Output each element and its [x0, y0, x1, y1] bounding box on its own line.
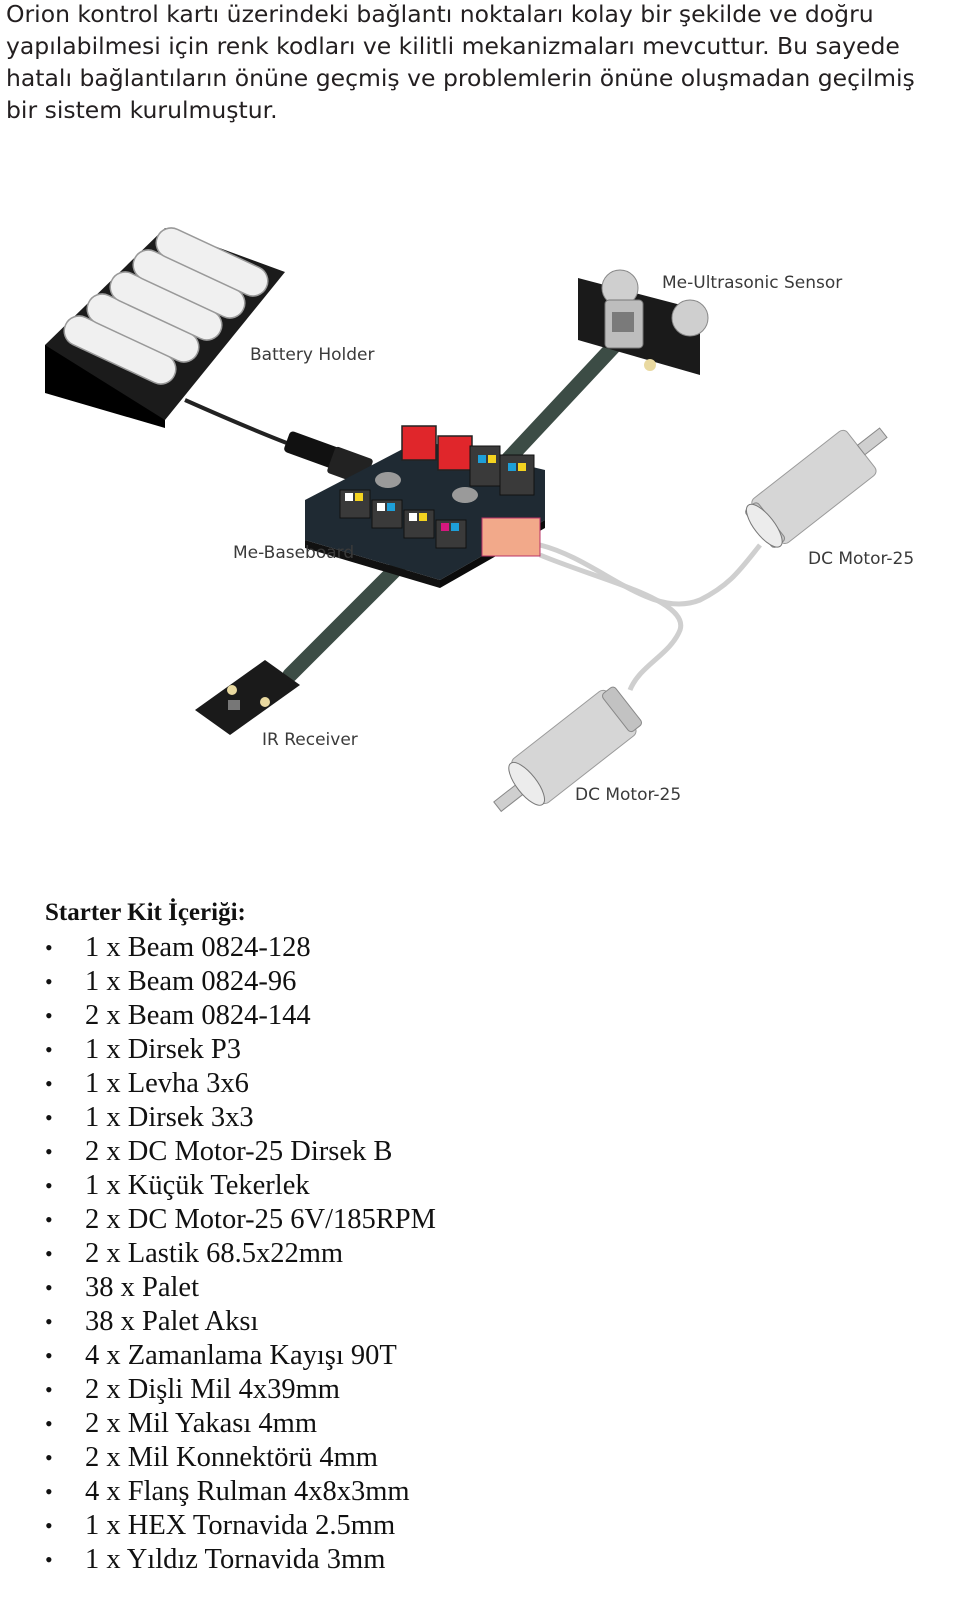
baseboard — [305, 425, 545, 588]
starter-kit-title: Starter Kit İçeriği: — [45, 899, 246, 926]
list-item: • 38 x Palet Aksı — [45, 1305, 925, 1339]
list-item-text: 2 x Dişli Mil 4x39mm — [85, 1374, 340, 1405]
bullet-icon: • — [45, 969, 53, 994]
list-item-text: 1 x Dirsek P3 — [85, 1034, 241, 1065]
list-item: • 1 x Küçük Tekerlek — [45, 1169, 925, 1203]
ir-receiver-label: IR Receiver — [262, 730, 358, 750]
bullet-icon: • — [45, 1479, 53, 1504]
list-item-text: 2 x Mil Yakası 4mm — [85, 1408, 317, 1439]
list-item-text: 1 x Yıldız Tornavida 3mm — [85, 1544, 386, 1575]
bullet-icon: • — [45, 1003, 53, 1028]
list-item-text: 1 x Beam 0824-96 — [85, 966, 297, 997]
list-item-text: 1 x Küçük Tekerlek — [85, 1170, 310, 1201]
list-item: • 1 x Dirsek P3 — [45, 1033, 925, 1067]
list-item-text: 38 x Palet — [85, 1272, 199, 1303]
bullet-icon: • — [45, 1071, 53, 1096]
starter-kit-section: Starter Kit İçeriği: •1 x Beam 0824-128•… — [45, 897, 925, 1577]
bullet-icon: • — [45, 1445, 53, 1470]
ir-cable — [282, 547, 418, 683]
battery-cable — [184, 398, 301, 450]
list-item-text: 2 x DC Motor-25 Dirsek B — [85, 1136, 393, 1167]
connection-diagram: Battery Holder Me-Ultrasonic Sensor — [45, 227, 914, 813]
bullet-icon: • — [45, 1241, 53, 1266]
bullet-icon: • — [45, 1173, 53, 1198]
bullet-icon: • — [45, 1139, 53, 1164]
starter-kit-list: • 1 x Beam 0824-128 • 1 x Beam 0824-96 • 2 x … — [45, 931, 925, 1577]
dc-motor-2-label: DC Motor-25 — [575, 785, 681, 805]
list-item: • 1 x Levha 3x6 — [45, 1067, 925, 1101]
list-item: • 4 x Flanş Rulman 4x8x3mm — [45, 1475, 925, 1509]
bullet-icon: • — [45, 1343, 53, 1368]
dc-motor-1 — [745, 427, 888, 548]
list-item: • 2 x Beam 0824-144 — [45, 999, 925, 1033]
list-item-text: 1 x Beam 0824-128 — [85, 932, 311, 963]
bullet-icon: • — [45, 1547, 53, 1572]
bullet-icon: • — [45, 1207, 53, 1232]
list-item-text: 4 x Flanş Rulman 4x8x3mm — [85, 1476, 410, 1507]
dc-motor-1-label: DC Motor-25 — [808, 549, 914, 569]
list-item: • 1 x Beam 0824-128 — [45, 931, 925, 965]
intro-paragraph: Orion kontrol kartı üzerindeki bağlantı … — [6, 0, 915, 124]
ultrasonic-sensor-label: Me-Ultrasonic Sensor — [662, 273, 842, 293]
battery-holder — [45, 227, 285, 428]
motor-wires-2 — [539, 552, 684, 692]
list-item-text: 1 x Dirsek 3x3 — [85, 1102, 254, 1133]
bullet-icon: • — [45, 1377, 53, 1402]
list-item-text: 4 x Zamanlama Kayışı 90T — [85, 1340, 397, 1371]
list-item: • 4 x Zamanlama Kayışı 90T — [45, 1339, 925, 1373]
baseboard-label: Me-Baseboard — [233, 543, 354, 563]
ir-receiver — [195, 660, 300, 735]
list-item: • 2 x Mil Konnektörü 4mm — [45, 1441, 925, 1475]
list-item-text: 2 x Lastik 68.5x22mm — [85, 1238, 344, 1269]
list-item-text: 2 x Beam 0824-144 — [85, 1000, 311, 1031]
bullet-icon: • — [45, 1275, 53, 1300]
motor-wires-1 — [539, 542, 762, 607]
dc-motor-2 — [493, 686, 642, 813]
list-item: • 2 x DC Motor-25 Dirsek B — [45, 1135, 925, 1169]
ultrasonic-sensor — [578, 269, 709, 375]
list-item-text: 2 x Mil Konnektörü 4mm — [85, 1442, 378, 1473]
list-item-text: 38 x Palet Aksı — [85, 1306, 259, 1337]
bullet-icon: • — [45, 935, 53, 960]
bullet-icon: • — [45, 1513, 53, 1538]
list-item: • 1 x HEX Tornavida 2.5mm — [45, 1509, 925, 1543]
list-item: • 2 x DC Motor-25 6V/185RPM — [45, 1203, 925, 1237]
list-item: • 1 x Beam 0824-96 — [45, 965, 925, 999]
list-item: • 38 x Palet — [45, 1271, 925, 1305]
list-item-text: 1 x HEX Tornavida 2.5mm — [85, 1510, 396, 1541]
list-item: • 1 x Dirsek 3x3 — [45, 1101, 925, 1135]
list-item-text: 1 x Levha 3x6 — [85, 1068, 249, 1099]
list-item: • 2 x Mil Yakası 4mm — [45, 1407, 925, 1441]
bullet-icon: • — [45, 1037, 53, 1062]
battery-holder-label: Battery Holder — [250, 345, 374, 365]
list-item: • 2 x Lastik 68.5x22mm — [45, 1237, 925, 1271]
list-item: • 1 x Yıldız Tornavida 3mm — [45, 1543, 925, 1577]
bullet-icon: • — [45, 1105, 53, 1130]
bullet-icon: • — [45, 1309, 53, 1334]
bullet-icon: • — [45, 1411, 53, 1436]
list-item: • 2 x Dişli Mil 4x39mm — [45, 1373, 925, 1407]
list-item-text: 2 x DC Motor-25 6V/185RPM — [85, 1204, 436, 1235]
